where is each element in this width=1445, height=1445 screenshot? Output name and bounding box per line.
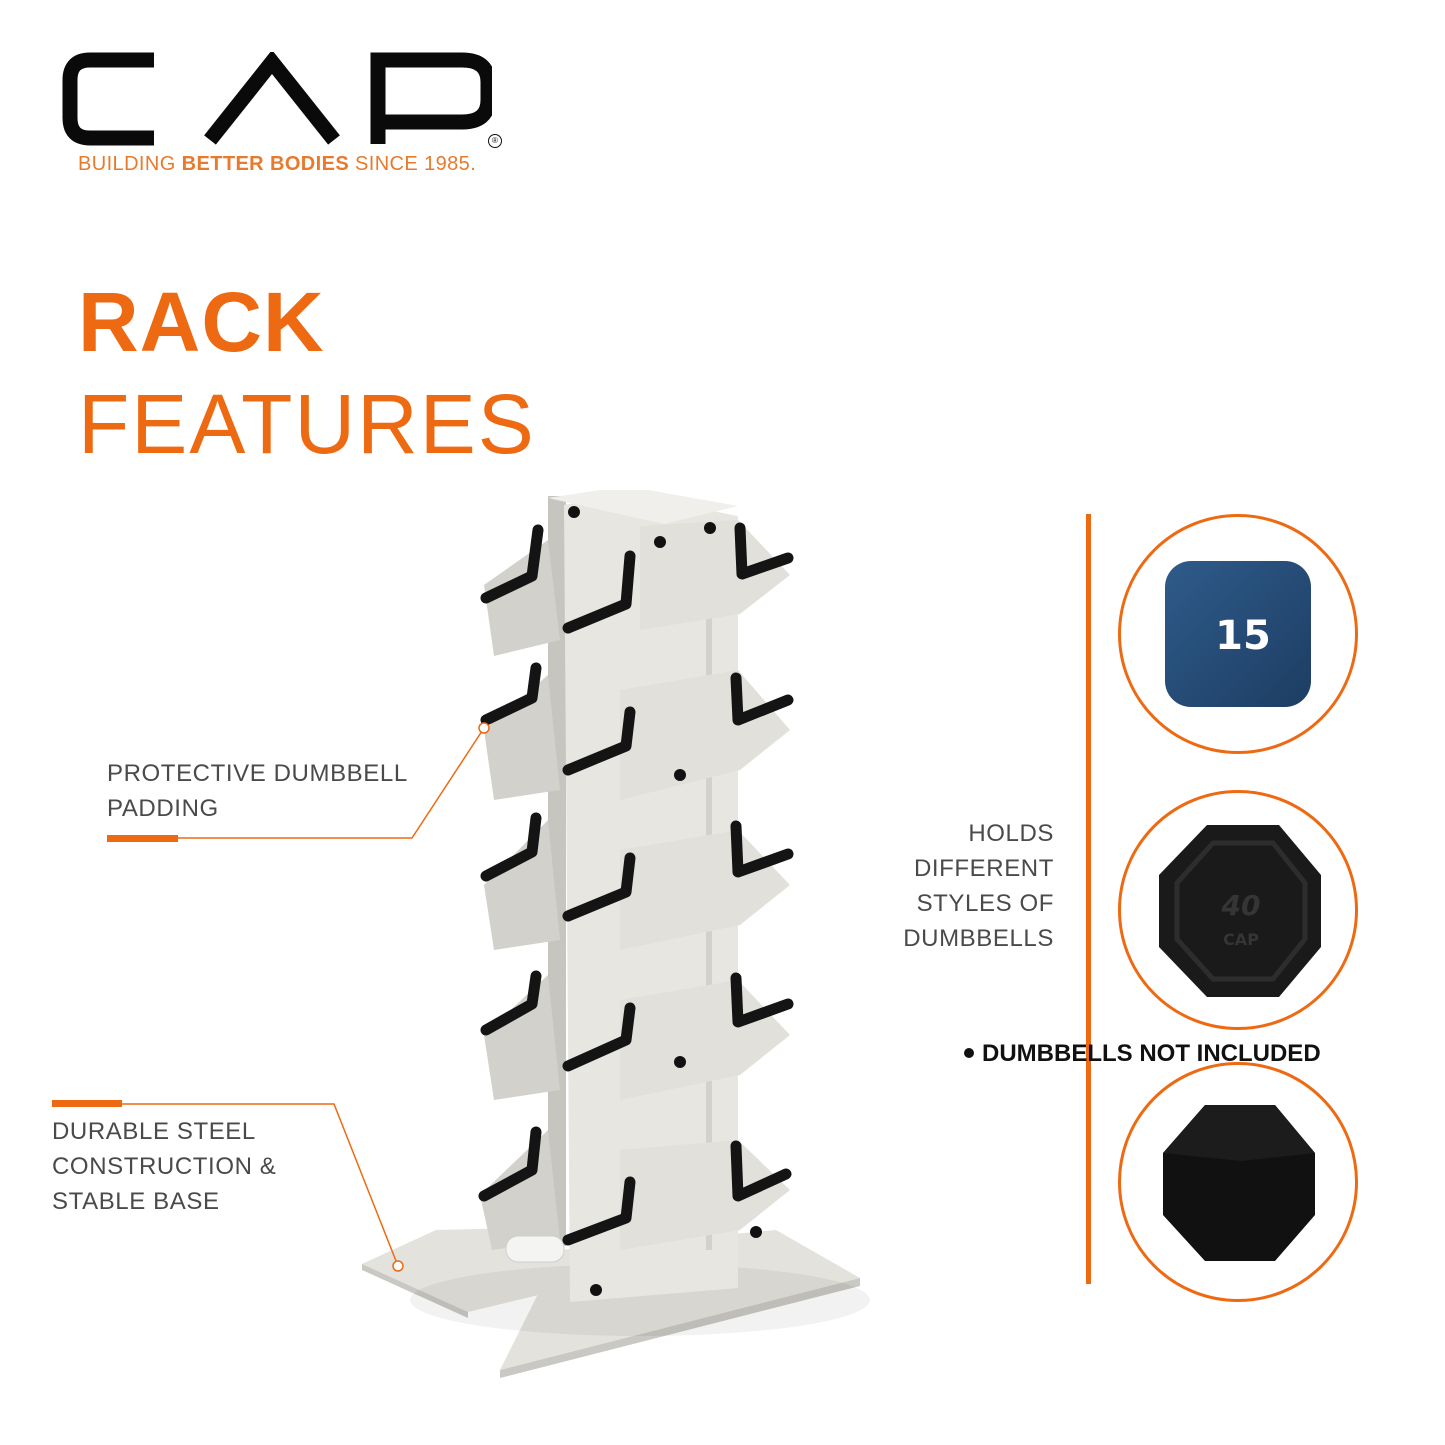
brand-tagline: BUILDING BETTER BODIES SINCE 1985. (78, 153, 477, 175)
hex-dumbbell-plain-circle (1118, 1062, 1358, 1302)
callout-holds-styles: HOLDS DIFFERENT STYLES OF DUMBBELLS (903, 820, 1054, 952)
hex-brand-label: CAP (1223, 930, 1259, 949)
callout-protective-padding: PROTECTIVE DUMBBELL PADDING (107, 760, 408, 822)
neoprene-dumbbell-circle: 15 (1118, 514, 1358, 754)
neoprene-weight-label: 15 (1215, 613, 1271, 659)
dumbbell-rack-image (362, 490, 870, 1378)
divider-line (1086, 514, 1091, 1284)
title-rack: RACK (78, 275, 325, 369)
hex-dumbbell-image: 40 CAP (1159, 825, 1321, 997)
not-included-note: DUMBBELLS NOT INCLUDED (964, 1040, 1321, 1068)
registered-mark: ® (488, 134, 502, 148)
callout-durable-steel: DURABLE STEEL CONSTRUCTION & STABLE BASE (52, 1118, 277, 1215)
neoprene-dumbbell-image: 15 (1165, 561, 1311, 707)
title-features: FEATURES (78, 377, 536, 471)
bullet-icon (964, 1047, 974, 1058)
padding-accent-bar (107, 835, 178, 842)
hex-dumbbell-plain-image (1163, 1105, 1315, 1261)
cap-logo (62, 52, 492, 146)
hex-dumbbell-circle: 40 CAP (1118, 790, 1358, 1030)
hex-weight-label: 40 (1221, 889, 1261, 922)
steel-accent-bar (52, 1100, 122, 1107)
